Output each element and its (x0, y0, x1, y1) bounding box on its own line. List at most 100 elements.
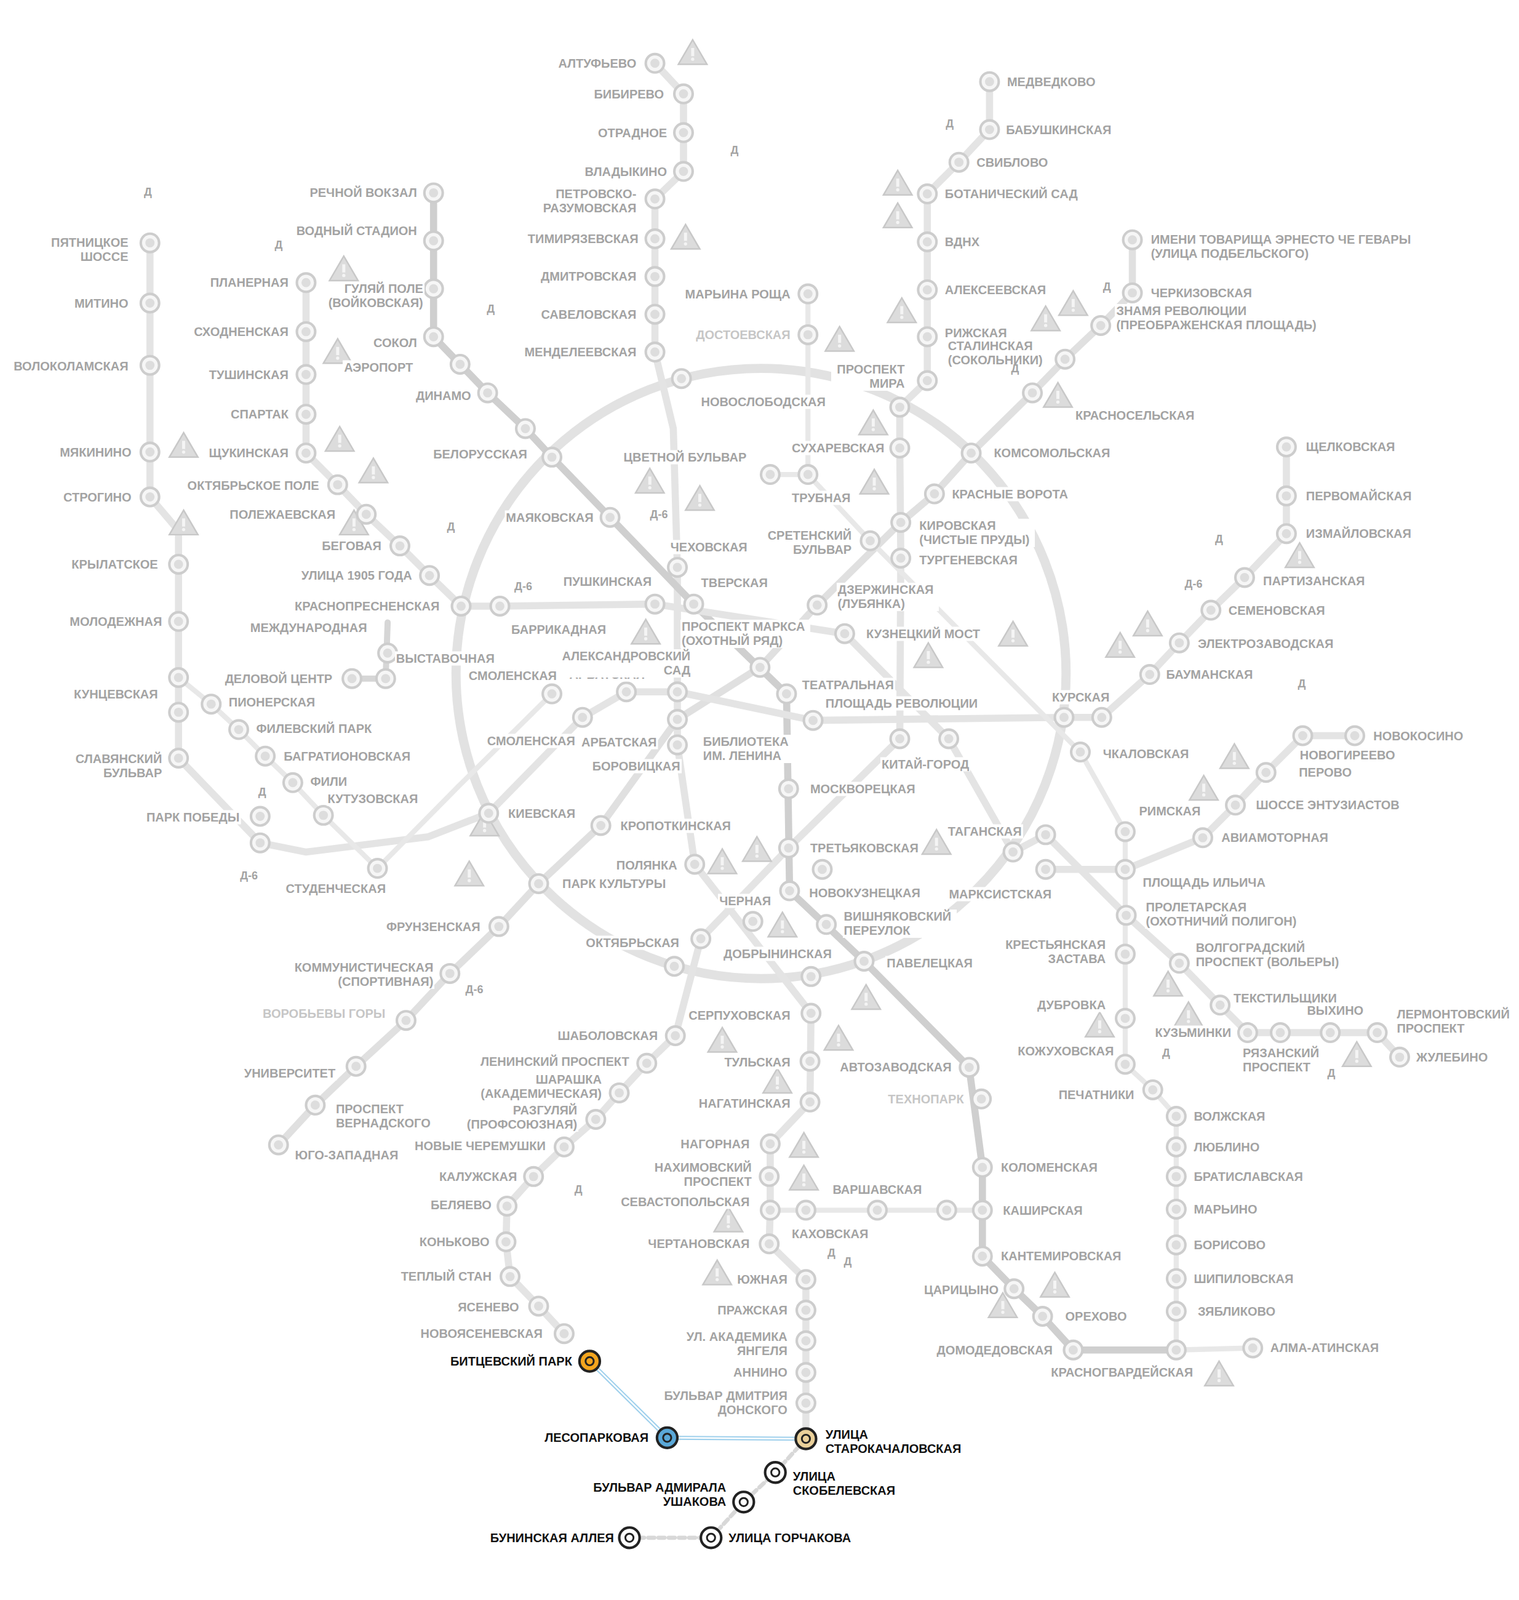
station-label: ЖУЛЕБИНО (1415, 1049, 1489, 1064)
warning-mark (1232, 751, 1236, 760)
depot-marker: Д-6 (1183, 577, 1205, 591)
station-circle (962, 443, 981, 463)
warning-triangle (1174, 1001, 1203, 1027)
station-icon (783, 842, 794, 853)
station-label: БОТАНИЧЕСКИЙ САД (943, 187, 1080, 202)
warning-mark (1098, 1029, 1102, 1033)
station-icon (145, 298, 155, 308)
station-icon (1040, 829, 1051, 840)
station-label: КРАСНОСЕЛЬСКАЯ (1074, 407, 1196, 423)
station-label: МОСКВОРЕЦКАЯ (809, 781, 917, 796)
station-icon (1009, 1283, 1019, 1294)
station-label: ТУРГЕНЕВСКАЯ (917, 553, 1019, 568)
station-circle (780, 881, 799, 901)
station-label: ТРЕТЬЯКОВСКАЯ (809, 840, 920, 855)
warning-mark (1011, 639, 1015, 643)
station-icon (679, 166, 689, 176)
station-label: ОКТЯБРЬСКАЯ (584, 935, 681, 950)
station-label: ЩУКИНСКАЯ (207, 446, 290, 461)
depot-marker: Д-6 (464, 983, 485, 996)
station-icon (679, 127, 689, 138)
station-icon (301, 278, 311, 288)
station-label: ЩЕЛКОВСКАЯ (1304, 439, 1397, 455)
station-icon (1120, 864, 1130, 874)
station-label: МИТИНО (73, 295, 130, 311)
station-icon (922, 189, 933, 199)
station-icon (964, 1062, 974, 1072)
station-circle (140, 356, 160, 375)
station-label: БОРИСОВО (1192, 1237, 1267, 1252)
station-circle (1123, 230, 1142, 250)
station-label: ДОСТОЕВСКАЯ (694, 327, 792, 342)
warning-triangle (455, 860, 484, 886)
station-icon (547, 689, 557, 699)
station-circle (297, 443, 316, 463)
station-circle (586, 1109, 605, 1129)
station-icon (301, 448, 311, 458)
station-circle (807, 595, 827, 614)
station-circle (937, 1200, 957, 1220)
station-circle (1167, 1340, 1186, 1360)
warning-mark (1146, 628, 1150, 632)
station-icon (1127, 287, 1137, 298)
warning-triangle (631, 619, 660, 645)
station-icon (803, 470, 813, 480)
station-circle (645, 54, 665, 73)
warning-triangle (1105, 632, 1134, 658)
station-icon (765, 1205, 775, 1215)
station-circle (779, 779, 798, 798)
station-icon (1350, 730, 1360, 741)
warning-mark (1011, 629, 1015, 638)
station-label: ЧЕРНАЯ (717, 893, 773, 909)
station-label: КУРСКАЯ (1050, 689, 1111, 704)
warning-mark (1071, 308, 1075, 312)
station-label: ЮГО-ЗАПАДНАЯ (294, 1148, 400, 1163)
station-label: КРАСНЫЕ ВОРОТА (950, 486, 1070, 501)
station-label: СМОЛЕНСКАЯ (467, 668, 559, 683)
station-label: КОММУНИСТИЧЕСКАЯ (СПОРТИВНАЯ) (289, 960, 435, 989)
station-icon (1127, 235, 1137, 245)
station-circle (342, 669, 362, 688)
station-icon (380, 673, 391, 683)
station-icon (1239, 572, 1249, 583)
station-circle (601, 508, 620, 527)
station-icon (174, 559, 184, 570)
station-label: ПОЛЯНКА (615, 858, 679, 873)
station-icon (494, 921, 504, 931)
station-label: ВАРШАВСКАЯ (831, 1182, 923, 1197)
station-icon (765, 470, 775, 480)
station-icon (805, 1056, 815, 1066)
station-label: СЕВАСТОПОЛЬСКАЯ (619, 1194, 751, 1209)
station-icon (1171, 1273, 1181, 1283)
metro-line (278, 239, 1133, 1145)
warning-mark (926, 650, 930, 659)
station-circle (917, 327, 937, 346)
station-label: КУТУЗОВСКАЯ (326, 791, 420, 806)
station-circle (440, 964, 459, 983)
station-circle (1116, 1055, 1135, 1074)
station-label: МАРКСИСТСКАЯ (947, 886, 1053, 901)
station-icon (1144, 669, 1155, 680)
station-label: ТЕПЛЫЙ СТАН (399, 1269, 493, 1284)
station-circle (1116, 860, 1135, 879)
station-circle (314, 805, 333, 825)
station-circle (490, 596, 510, 616)
station-label: ОКТЯБРЬСКОЕ ПОЛЕ (186, 478, 321, 493)
station-icon (534, 879, 544, 889)
warning-triangle (1085, 1012, 1114, 1037)
warning-mark (1118, 640, 1122, 649)
station-label: БУНИНСКАЯ АЛЛЕЯ (489, 1530, 616, 1545)
station-icon (808, 715, 818, 725)
station-circle (798, 284, 818, 304)
station-label: ФИЛЕВСКИЙ ПАРК (255, 721, 374, 736)
station-circle (765, 1461, 786, 1483)
station-circle (1368, 1023, 1387, 1042)
station-icon (977, 1205, 987, 1215)
station-icon (310, 1100, 320, 1110)
station-label: ЧКАЛОВСКАЯ (1101, 746, 1191, 762)
station-icon (1171, 1171, 1181, 1181)
station-label: ШАРАШКА (АКАДЕМИЧЕСКАЯ) (475, 1072, 603, 1101)
station-icon (547, 452, 557, 462)
station-icon (944, 733, 954, 744)
station-circle (140, 233, 160, 253)
